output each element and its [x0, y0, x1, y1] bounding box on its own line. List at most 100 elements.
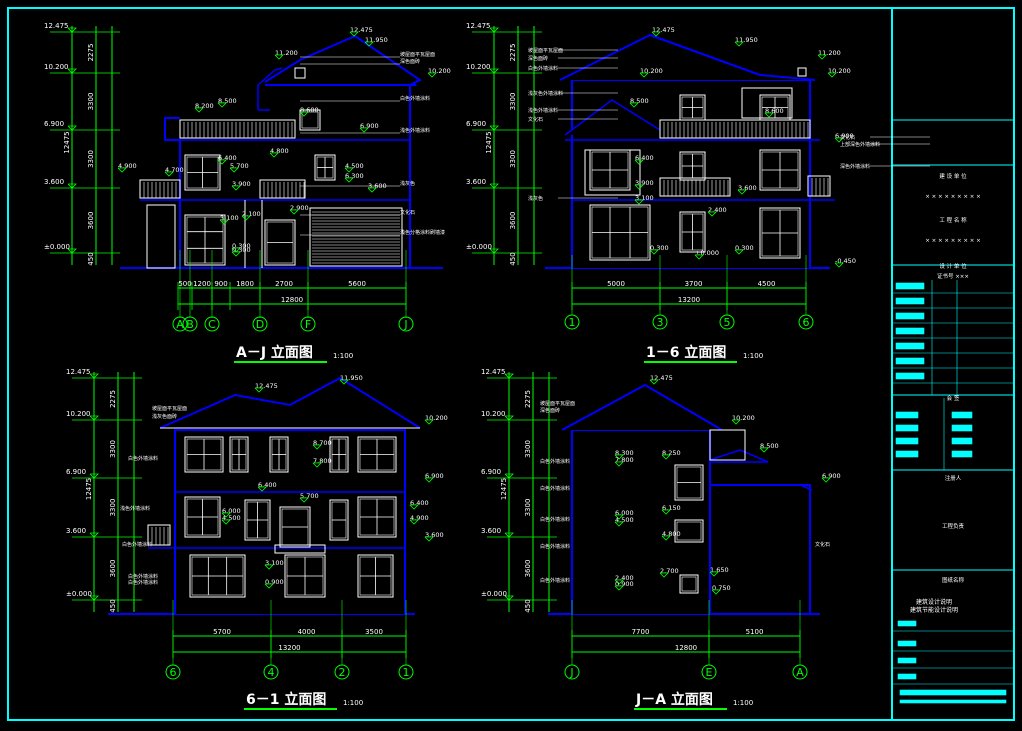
- level-value: ±0.000: [481, 590, 507, 598]
- window: [269, 436, 289, 473]
- dim-value: 3700: [685, 280, 703, 288]
- window-frame: [357, 496, 397, 538]
- level-mark: [299, 111, 309, 117]
- note: 浅灰色面砖: [152, 413, 177, 420]
- elevation-mark: 1.650: [710, 566, 729, 574]
- elevation-mark: 2.400: [615, 574, 634, 582]
- span-value: 3300: [87, 150, 95, 168]
- balustrade: [259, 179, 306, 199]
- elevation-mark: 11.950: [735, 36, 758, 44]
- axis-circle: [182, 316, 198, 332]
- window: [329, 436, 349, 473]
- note: 文化石: [400, 209, 415, 216]
- balustrade-frame: [807, 175, 831, 197]
- note: 浅灰色: [528, 195, 543, 202]
- window-frame: [329, 436, 349, 473]
- axis-circle: [564, 314, 580, 330]
- elevation-mark: 0.750: [712, 584, 731, 592]
- elevation-mark: 4.500: [345, 162, 364, 170]
- dim-total: 12800: [281, 296, 303, 304]
- level-value: 10.200: [44, 63, 69, 71]
- elevation-mark: 6.400: [258, 481, 277, 489]
- polyline: [264, 34, 422, 86]
- level-mark: [504, 532, 514, 538]
- canopy: [274, 544, 326, 554]
- level-mark: [834, 137, 844, 143]
- level-mark: [67, 183, 77, 189]
- level-mark: [164, 171, 174, 177]
- level-value: 12.475: [44, 22, 69, 30]
- dim-value: 5700: [213, 628, 231, 636]
- span-value: 3300: [509, 93, 517, 111]
- elevation-mark: 11.950: [365, 36, 388, 44]
- note: 白色外墙涂料: [540, 485, 570, 492]
- tb-sig: [897, 657, 917, 664]
- level-mark: [694, 254, 704, 260]
- level-mark: [489, 125, 499, 131]
- axis-bubble: 6: [165, 664, 181, 680]
- elevation-mark: 7.800: [615, 456, 634, 464]
- tb-sig: [895, 297, 925, 305]
- elevation-mark: 6.900: [835, 132, 854, 140]
- view-title: J－A 立面图: [635, 691, 713, 708]
- tb-sig: [895, 437, 919, 445]
- span-value: 3300: [87, 93, 95, 111]
- polyline: [564, 99, 661, 136]
- span-value: 2275: [109, 390, 117, 408]
- level-mark: [349, 31, 359, 37]
- elevation-mark: 6.400: [218, 154, 237, 162]
- level-mark: [427, 72, 437, 78]
- balustrade-frame: [179, 119, 296, 139]
- garage-door: [309, 207, 403, 267]
- level-mark: [424, 477, 434, 483]
- level-mark: [344, 167, 354, 173]
- elevation-mark: 4.900: [410, 514, 429, 522]
- elevation-mark: 3.600: [738, 184, 757, 192]
- tb-label: × × × × × × × × ×: [925, 194, 980, 200]
- window-inner: [301, 111, 319, 129]
- span-value: 3300: [524, 440, 532, 458]
- elevation-mark: 6.000: [615, 509, 634, 517]
- level-mark: [89, 415, 99, 421]
- total-height: 12475: [500, 478, 508, 500]
- level-mark: [737, 189, 747, 195]
- level-mark: [649, 249, 659, 255]
- axis-circle: [792, 664, 808, 680]
- window-frame: [679, 574, 699, 594]
- note: 坡屋面平瓦屋面: [540, 400, 575, 407]
- level-value: 3.600: [466, 178, 486, 186]
- tb-sig: [895, 450, 919, 458]
- view-title: A－J 立面图: [236, 344, 313, 361]
- axis-label: 5: [724, 316, 731, 329]
- window-inner: [681, 576, 697, 592]
- axis-label: E: [706, 666, 713, 679]
- dim-value: 900: [214, 280, 227, 288]
- note: 浅色外墙涂料: [120, 505, 150, 512]
- tb-label: 设 计 单 位: [939, 262, 967, 270]
- view-scale: 1:100: [343, 699, 363, 707]
- window-frame: [184, 154, 221, 191]
- level-value: 3.600: [66, 527, 86, 535]
- level-mark: [312, 444, 322, 450]
- view-scale: 1:100: [743, 352, 763, 360]
- level-mark: [629, 102, 639, 108]
- axis-circle: [252, 316, 268, 332]
- view-title: 6－1 立面图: [246, 691, 326, 708]
- axis-label: 3: [657, 316, 664, 329]
- drawing-frame: [7, 7, 1015, 721]
- dim-value: 5000: [607, 280, 625, 288]
- window: [284, 554, 326, 598]
- axis-bubble: J: [398, 316, 414, 332]
- elevation-mark: 11.200: [275, 49, 298, 57]
- polyline: [710, 484, 811, 614]
- elevation-mark: 12.475: [650, 374, 673, 382]
- elevation-mark: 4.800: [662, 530, 681, 538]
- window: [759, 149, 801, 191]
- level-mark: [489, 248, 499, 254]
- note: 白色外墙涂料: [122, 541, 152, 548]
- level-mark: [817, 54, 827, 60]
- window-frame: [759, 149, 801, 191]
- level-mark: [89, 473, 99, 479]
- window-frame: [589, 149, 631, 191]
- level-mark: [424, 536, 434, 542]
